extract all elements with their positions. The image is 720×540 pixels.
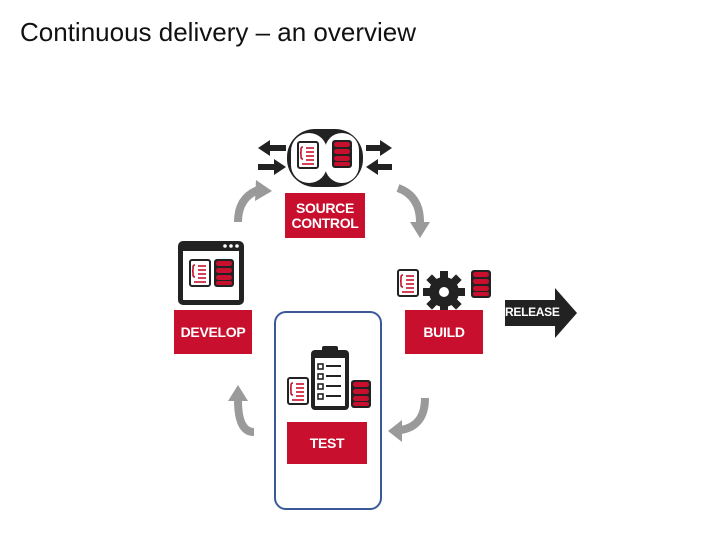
gear-icon bbox=[423, 271, 465, 313]
cycle-arrow-icon bbox=[234, 184, 429, 436]
exchange-arrows-icon bbox=[258, 140, 392, 175]
database-icon bbox=[471, 270, 491, 298]
build-label: BUILD bbox=[405, 310, 483, 354]
source-control-icon bbox=[287, 129, 363, 187]
slide-title: Continuous delivery – an overview bbox=[20, 17, 416, 47]
test-highlight-frame bbox=[274, 311, 382, 510]
release-label: RELEASE bbox=[505, 305, 560, 319]
document-icon bbox=[287, 377, 309, 405]
database-icon bbox=[214, 259, 234, 287]
clipboard-checklist-icon bbox=[311, 346, 349, 410]
build-icons bbox=[397, 269, 491, 313]
database-icon bbox=[332, 140, 352, 168]
develop-label: DEVELOP bbox=[174, 310, 252, 354]
document-icon bbox=[189, 259, 211, 287]
release-arrow bbox=[505, 288, 577, 338]
document-icon bbox=[397, 269, 419, 297]
browser-window-icon bbox=[178, 241, 244, 305]
document-icon bbox=[297, 141, 319, 169]
test-icons bbox=[287, 346, 371, 410]
test-label: TEST bbox=[287, 422, 367, 464]
source-control-label: SOURCE CONTROL bbox=[285, 193, 365, 238]
database-icon bbox=[351, 380, 371, 408]
cycle-arrowheads bbox=[228, 180, 430, 442]
